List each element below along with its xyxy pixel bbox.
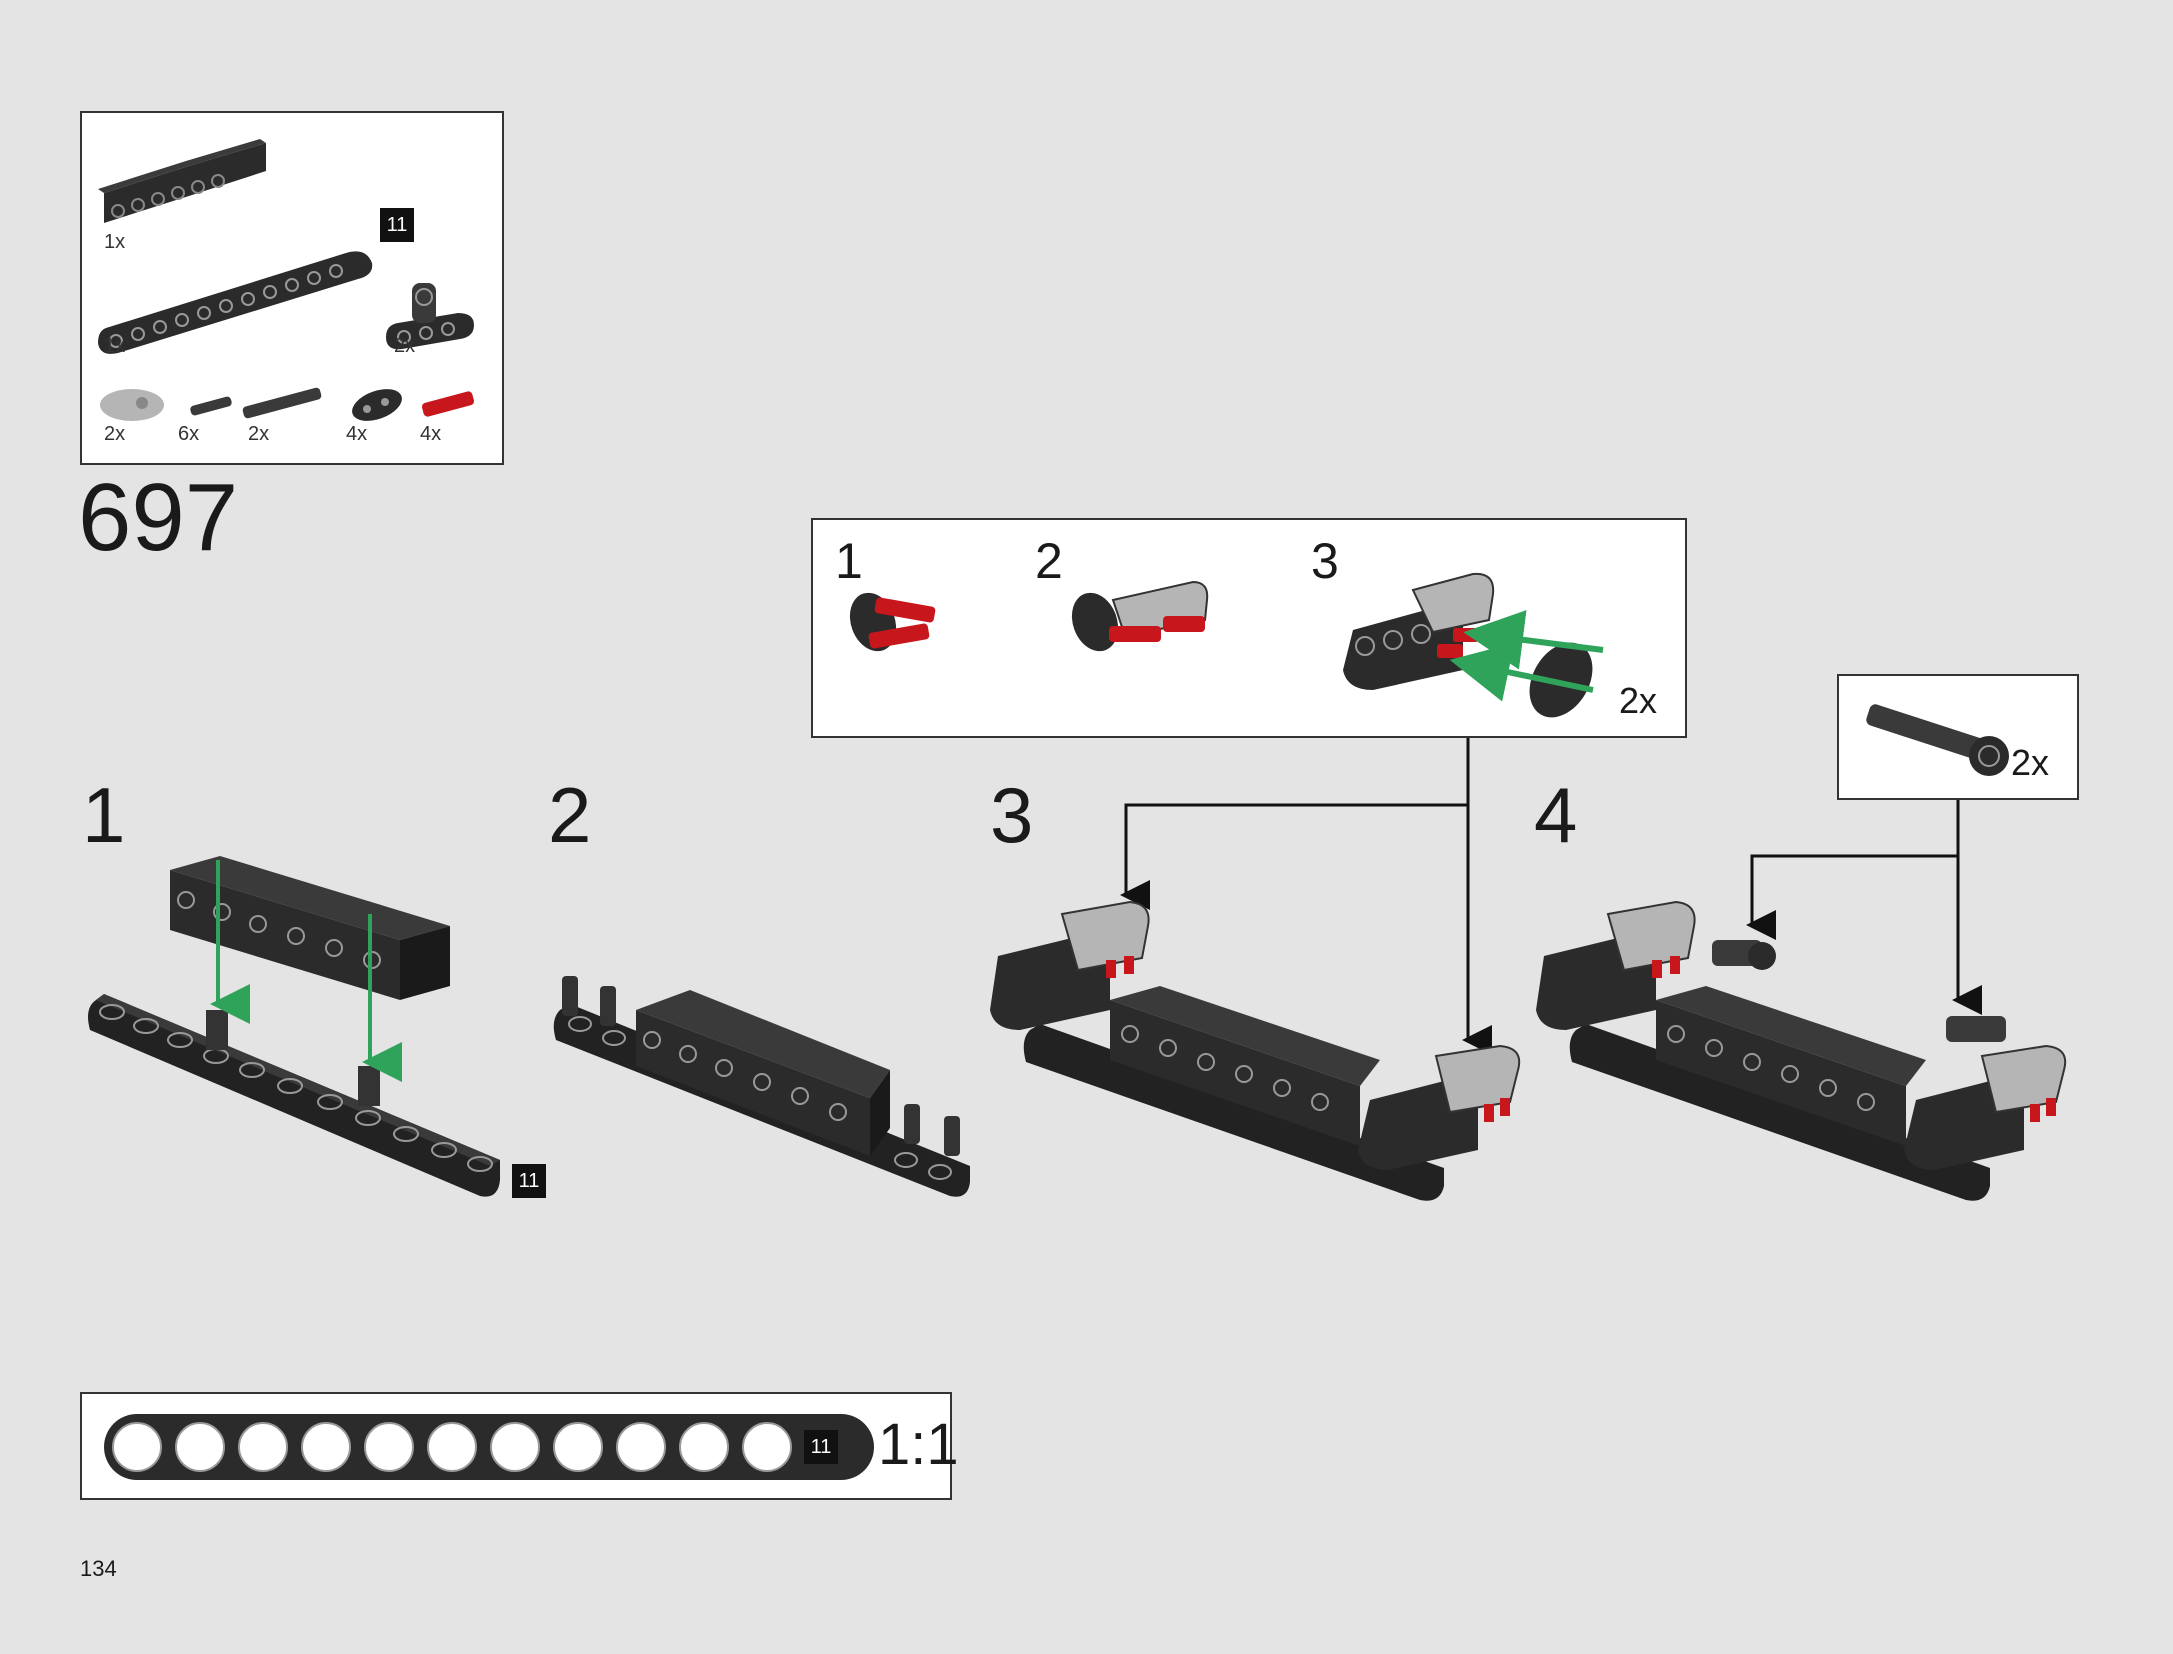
ruler-hole [175, 1422, 225, 1472]
substep-number: 1 [835, 533, 863, 589]
page-number: 134 [80, 1556, 117, 1581]
part-qty: 1x [104, 231, 126, 253]
ruler-length-tag: 11 [804, 1430, 838, 1464]
substep-2-assembly-icon [1071, 580, 1209, 652]
offset-beam-part-icon [386, 283, 474, 350]
part-qty: 2x [394, 335, 416, 357]
long-axle-pin-part-icon [242, 387, 322, 419]
part-callout: 2x [1837, 674, 2079, 800]
ruler-hole [301, 1422, 351, 1472]
substep-1-assembly-icon [849, 592, 936, 652]
beam-length-tag: 11 [512, 1164, 546, 1198]
step-3-assembly-icon [990, 900, 1521, 1201]
substep-drawings [849, 572, 1604, 718]
scale-ruler-beam-icon [104, 1414, 874, 1480]
ruler-hole [616, 1422, 666, 1472]
ruler-hole [679, 1422, 729, 1472]
ruler-hole [742, 1422, 792, 1472]
scale-label: 1:1 [878, 1412, 959, 1477]
beam-length-tag: 11 [380, 208, 414, 242]
substep-3-assembly-icon [1343, 572, 1604, 718]
substep-multiplier: 2x [1619, 680, 1658, 721]
scale-ruler: 11 1:1 [80, 1392, 959, 1500]
parts-list-drawings [98, 139, 475, 421]
ruler-hole [553, 1422, 603, 1472]
substep-callout: 1 2 3 [811, 518, 1687, 738]
sequence-step-number: 2 [548, 771, 592, 859]
ruler-hole [364, 1422, 414, 1472]
part-qty: 6x [178, 423, 200, 445]
short-pin-part-icon [190, 396, 232, 416]
ruler-hole [427, 1422, 477, 1472]
sequence-step-number: 1 [82, 771, 126, 859]
technic-brick-part-icon [98, 139, 266, 223]
substep-number: 2 [1035, 533, 1063, 589]
ruler-hole [112, 1422, 162, 1472]
red-axle-pin-part-icon [421, 391, 475, 417]
sequence-step-number: 4 [1534, 771, 1578, 859]
sequence-step-number: 3 [990, 771, 1034, 859]
part-qty: 4x [346, 423, 368, 445]
part-qty: 2x [248, 423, 270, 445]
step-1-assembly-icon [88, 856, 500, 1197]
part-qty: 4x [420, 423, 442, 445]
substep-number: 3 [1311, 533, 1339, 589]
part-qty: 1x [104, 335, 126, 357]
step-number: 697 [78, 464, 239, 571]
beam-2-part-icon [352, 389, 402, 421]
step-4-assembly-icon [1536, 900, 2067, 1201]
step-2-assembly-icon [553, 976, 970, 1197]
technic-beam-11-part-icon [98, 251, 373, 354]
grey-connector-part-icon [100, 389, 164, 421]
ruler-hole [490, 1422, 540, 1472]
part-multiplier: 2x [2011, 742, 2050, 783]
ruler-hole [238, 1422, 288, 1472]
part-qty: 2x [104, 423, 126, 445]
pin-part-icon [1866, 704, 2009, 776]
parts-list: 11 1x 1x 2x 2x 6x 2x 4x 4x [80, 111, 504, 465]
